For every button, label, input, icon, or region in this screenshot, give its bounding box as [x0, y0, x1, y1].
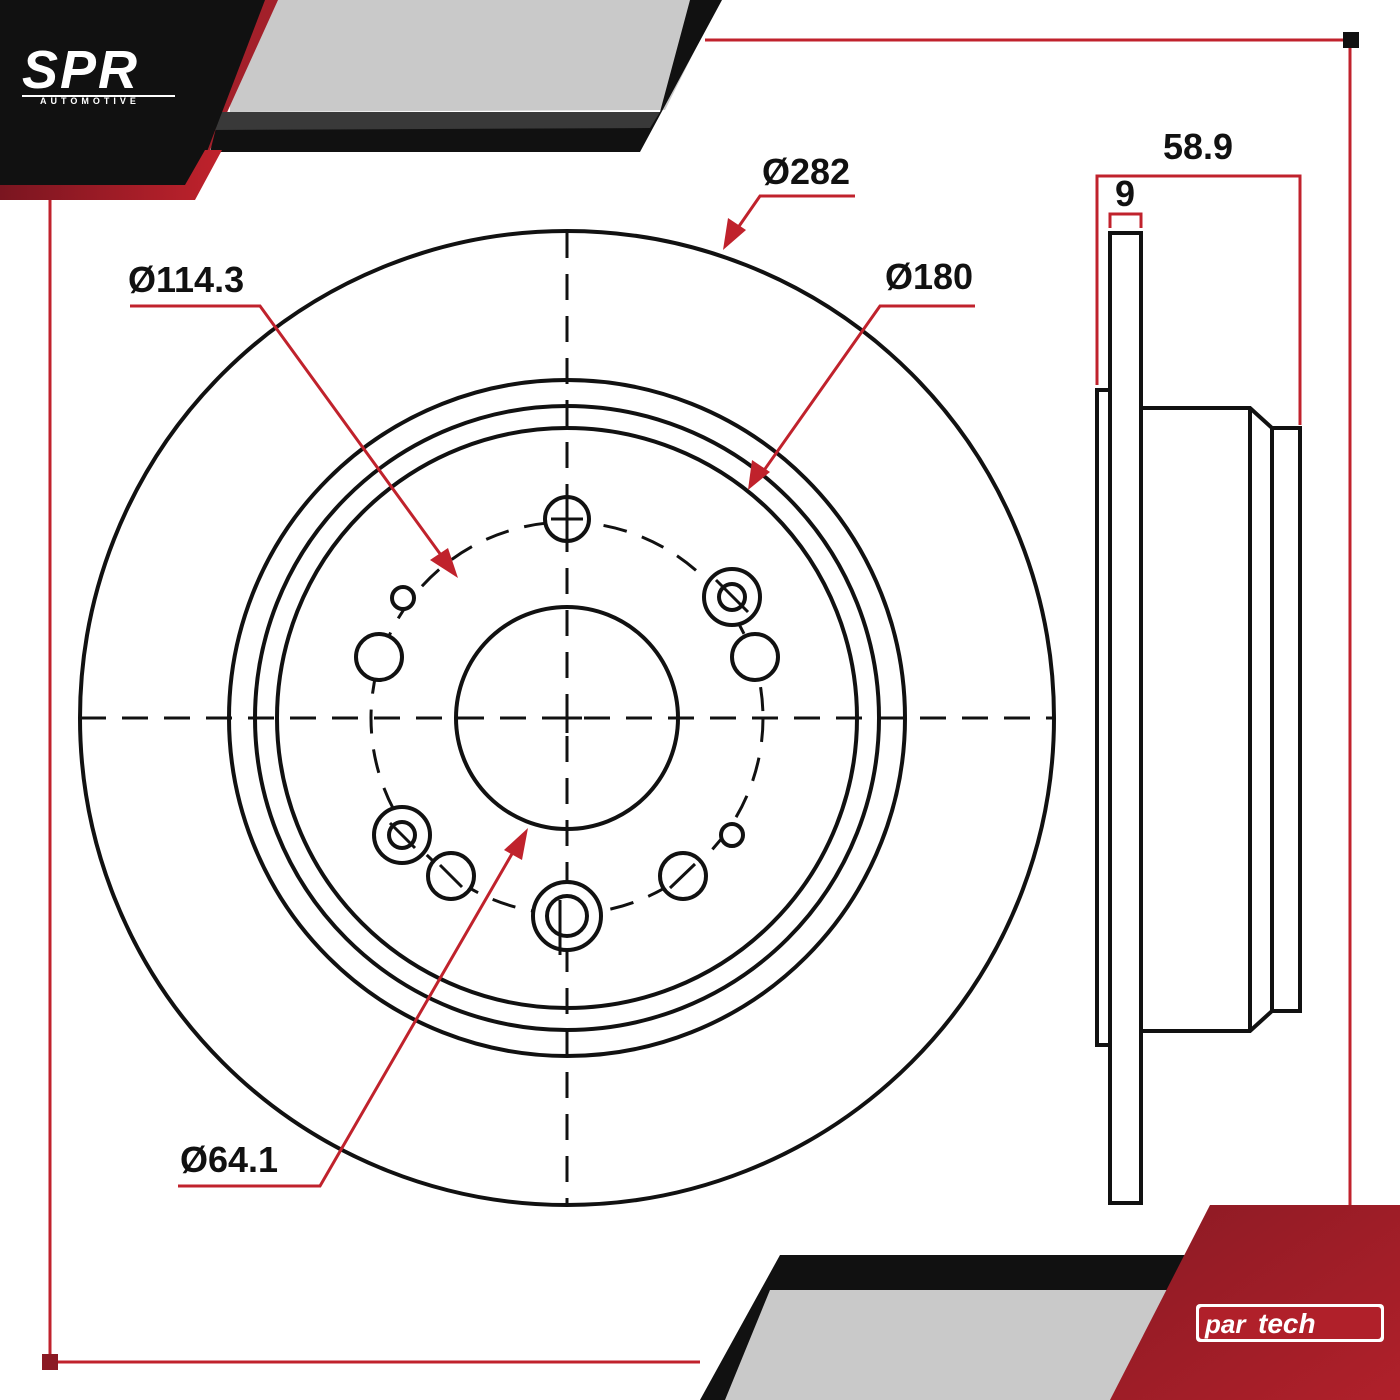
bolt-hole-bottom-inner [545, 894, 589, 938]
inner-ring-label: Ø180 [885, 256, 973, 297]
bolt-circle-label: Ø114.3 [128, 259, 244, 300]
leader-arrowheads [430, 218, 770, 860]
footer-banner [700, 1205, 1400, 1400]
spr-logo: SPR AUTOMOTIVE [22, 40, 175, 106]
side-dimension-lines [1095, 174, 1302, 425]
rotor-side-view [1095, 231, 1302, 1205]
rotor-thickness-label: 9 [1115, 173, 1135, 214]
frame-marker-top-right [1343, 32, 1359, 48]
center-cross [552, 703, 582, 733]
spr-subtitle: AUTOMOTIVE [40, 96, 140, 106]
frame-lines [48, 38, 1352, 1364]
spr-logo-text: SPR [22, 40, 139, 100]
leader-lines [130, 194, 975, 1188]
center-bore-label: Ø64.1 [180, 1139, 278, 1180]
partech-logo-right: tech [1258, 1308, 1316, 1339]
side-hat-flange [1095, 388, 1112, 1047]
bolt-hole-right [730, 632, 780, 682]
header-banner [0, 0, 722, 200]
partech-logo-left: par [1204, 1309, 1247, 1339]
bolt-hole-small-upper-left [390, 585, 416, 611]
frame-marker-bottom-left [42, 1354, 58, 1370]
bolt-hole-left [354, 632, 404, 682]
outer-diameter-label: Ø282 [762, 151, 850, 192]
side-hat-body [1139, 406, 1302, 1033]
total-height-label: 58.9 [1163, 126, 1233, 167]
bolt-hole-small-lower-right [719, 822, 745, 848]
side-friction-plate [1108, 231, 1143, 1205]
partech-logo: par tech [1196, 1304, 1384, 1342]
hole-center-marks [388, 496, 750, 955]
